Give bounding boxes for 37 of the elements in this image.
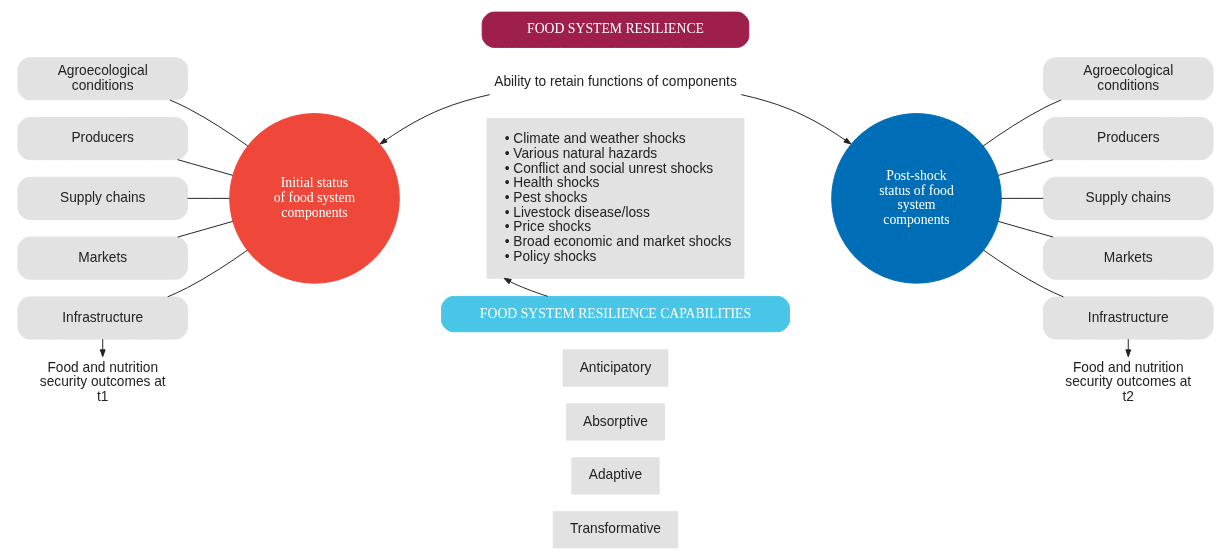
connector xyxy=(187,197,230,199)
node-box: Transformative xyxy=(552,511,679,549)
node-box: Producers xyxy=(17,117,189,161)
node-box: Infrastructure xyxy=(1042,296,1214,340)
node-circle: Initial status of food system components xyxy=(229,113,400,284)
connector xyxy=(983,249,1064,298)
node-box: Anticipatory xyxy=(562,349,669,387)
connector xyxy=(1000,197,1044,199)
node-box: • Climate and weather shocks • Various natural hazards • Conflict and social unrest shocks • Health shocks • Pest shocks • Livestock disease/loss • Price shocks • Broad economic and market shocks • Policy shocks xyxy=(486,118,745,279)
connector xyxy=(982,99,1062,147)
node-text: Ability to retain functions of components xyxy=(494,74,737,90)
node-box: Agroecological conditions xyxy=(1042,57,1214,101)
connector xyxy=(997,220,1054,238)
node-box: Producers xyxy=(1042,117,1214,161)
node-box: Agroecological conditions xyxy=(17,57,189,101)
connector xyxy=(169,99,249,147)
node-box: FOOD SYSTEM RESILIENCE CAPABILITIES xyxy=(441,295,790,333)
connector xyxy=(997,159,1054,176)
node-box: Absorptive xyxy=(566,403,665,441)
node-box: Supply chains xyxy=(17,176,189,220)
connector xyxy=(177,159,234,176)
node-box: Markets xyxy=(1042,236,1214,280)
node-box: Adaptive xyxy=(571,457,660,495)
node-box: Markets xyxy=(17,236,189,280)
arrow xyxy=(379,94,491,145)
connector xyxy=(167,249,248,298)
node-text: Food and nutrition security outcomes at t1 xyxy=(39,359,166,405)
node-box: FOOD SYSTEM RESILIENCE xyxy=(481,11,750,48)
node-text: Food and nutrition security outcomes at t2 xyxy=(1065,359,1192,405)
node-box: Supply chains xyxy=(1042,176,1214,220)
arrow xyxy=(99,338,106,358)
node-box: Infrastructure xyxy=(17,296,189,340)
arrow xyxy=(1125,338,1132,358)
connector xyxy=(177,220,234,238)
arrow xyxy=(503,277,549,297)
arrow xyxy=(740,94,852,145)
node-circle: Post-shock status of food system components xyxy=(831,113,1002,284)
